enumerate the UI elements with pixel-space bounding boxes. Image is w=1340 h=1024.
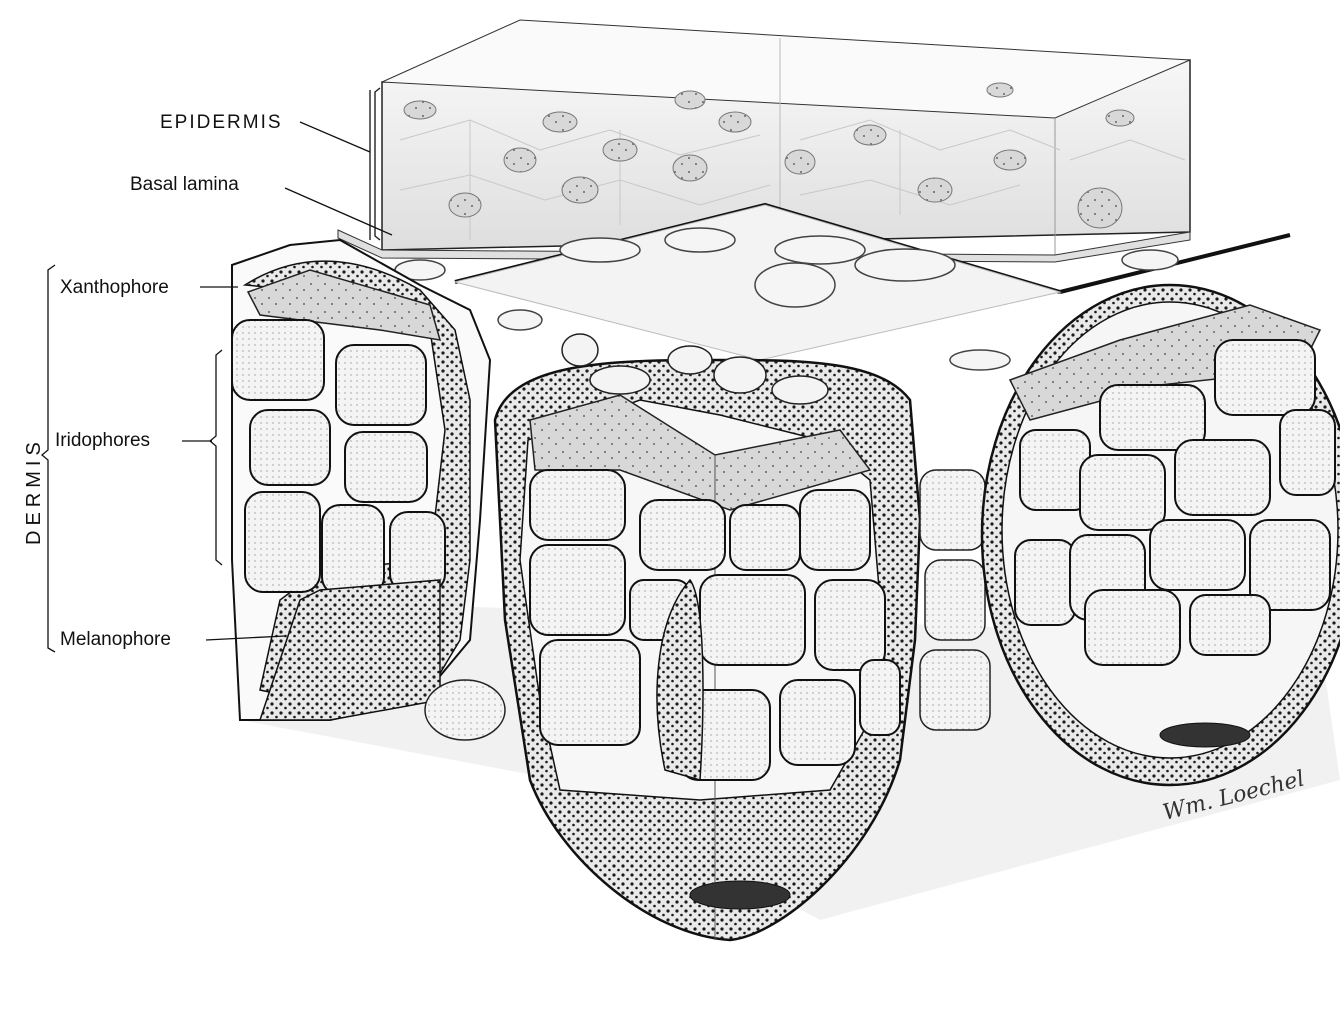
label-melanophore: Melanophore <box>60 629 171 650</box>
label-iridophores: Iridophores <box>55 430 150 451</box>
iridophores-bracket <box>182 350 222 565</box>
epidermis-leader <box>300 90 370 240</box>
center-iridophores <box>530 470 900 780</box>
right-chromatophore-unit <box>982 285 1340 785</box>
basal-lamina-leader <box>285 188 392 235</box>
label-epidermis: EPIDERMIS <box>160 112 283 133</box>
left-chromatophore-unit <box>232 240 490 720</box>
label-basal-lamina: Basal lamina <box>130 174 239 195</box>
label-dermis: DERMIS <box>23 437 45 545</box>
label-xanthophore: Xanthophore <box>60 277 169 298</box>
